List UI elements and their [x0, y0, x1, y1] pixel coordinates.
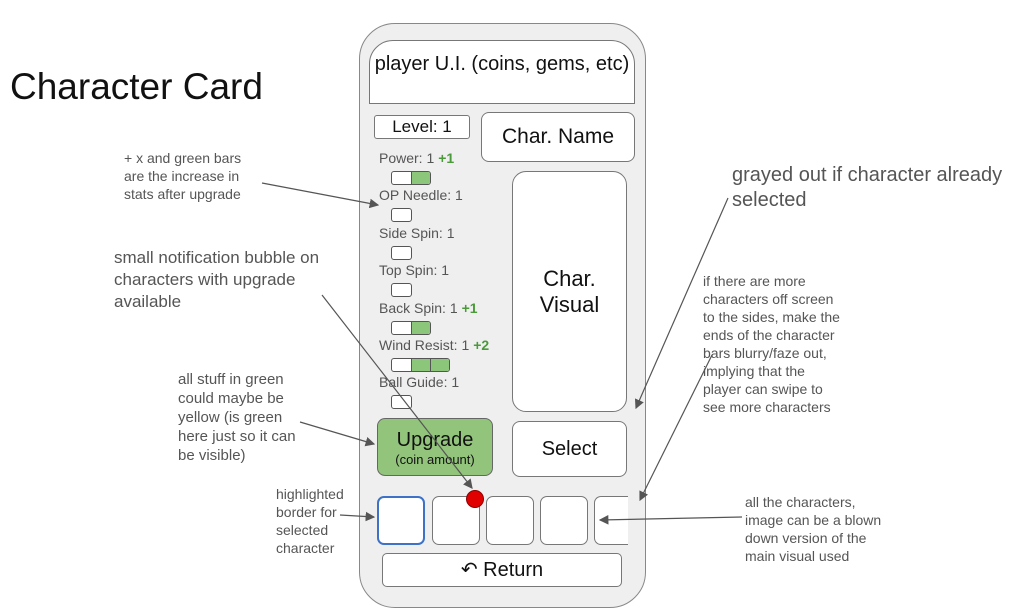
stat-label: Ball Guide: 1 [379, 374, 459, 390]
stat-bar [391, 395, 412, 410]
stat-label: Side Spin: 1 [379, 225, 455, 241]
notification-bubble [466, 490, 484, 508]
note-all-characters: all the characters, image can be a blown… [745, 494, 882, 564]
character-visual: Char. Visual [512, 171, 627, 412]
stat-name: Top Spin: 1 [379, 262, 450, 279]
stat-name: Wind Resist: 1 [379, 337, 470, 353]
arrow-all-characters [598, 515, 743, 525]
stat-bar [391, 320, 431, 335]
stat-name: Power: 1 [379, 150, 435, 166]
stat-label: OP Needle: 1 [379, 187, 463, 203]
stat-bar [391, 171, 431, 185]
stat-label: Wind Resist: 1+2 [379, 337, 489, 353]
character-visual-label: Char. Visual [539, 265, 600, 317]
character-slot-partial[interactable] [594, 496, 628, 545]
arrow-stat-increase [261, 182, 380, 209]
stat-label: Top Spin: 1 [379, 262, 449, 278]
stat-label: Power: 1+1 [379, 150, 454, 166]
arrow-scroll [639, 354, 713, 502]
stat-bar-bonus-segment [411, 321, 430, 334]
stat-bonus: +2 [473, 337, 490, 353]
stat-bonus: +1 [461, 299, 478, 316]
stat-name: OP Needle: 1 [379, 187, 463, 204]
stat-bonus: +1 [438, 150, 455, 166]
arrow-green-color [299, 421, 376, 447]
stat-bar-bonus-segment [430, 359, 449, 371]
character-slot-selected[interactable] [377, 496, 425, 545]
character-name: Char. Name [481, 112, 635, 162]
stat-bar [391, 245, 412, 260]
stat-bar [391, 358, 450, 372]
character-slot[interactable] [486, 496, 534, 545]
note-highlight: highlighted border for selected characte… [276, 486, 344, 556]
stat-name: Back Spin: 1 [379, 299, 458, 316]
page-title: Character Card [10, 66, 263, 107]
upgrade-button[interactable]: Upgrade (coin amount) [377, 418, 493, 476]
stat-bar-bonus-segment [411, 359, 431, 371]
stat-name: Side Spin: 1 [379, 224, 455, 241]
return-button[interactable]: ↶ Return [382, 553, 622, 587]
stat-label: Back Spin: 1+1 [379, 300, 478, 316]
note-scroll: if there are more characters off screen … [703, 273, 840, 415]
note-grayed-out: grayed out if character already selected [732, 164, 1003, 211]
character-slot[interactable] [540, 496, 588, 545]
arrow-notification [321, 294, 473, 489]
stat-bar-bonus-segment [411, 172, 430, 184]
stat-name: Ball Guide: 1 [379, 374, 460, 391]
note-notification: small notification bubble on characters … [114, 248, 320, 311]
note-green-color: all stuff in green could maybe be yellow… [178, 371, 296, 464]
arrow-grayed-out [634, 197, 729, 410]
stat-bar [391, 208, 412, 223]
note-stat-increase: + x and green bars are the increase in s… [124, 150, 242, 202]
stat-bar [391, 283, 412, 298]
player-ui-header: player U.I. (coins, gems, etc) [369, 40, 635, 104]
upgrade-cost: (coin amount) [395, 452, 475, 467]
arrow-highlight [339, 511, 376, 522]
select-button[interactable]: Select [512, 421, 627, 477]
level-badge: Level: 1 [374, 115, 470, 139]
